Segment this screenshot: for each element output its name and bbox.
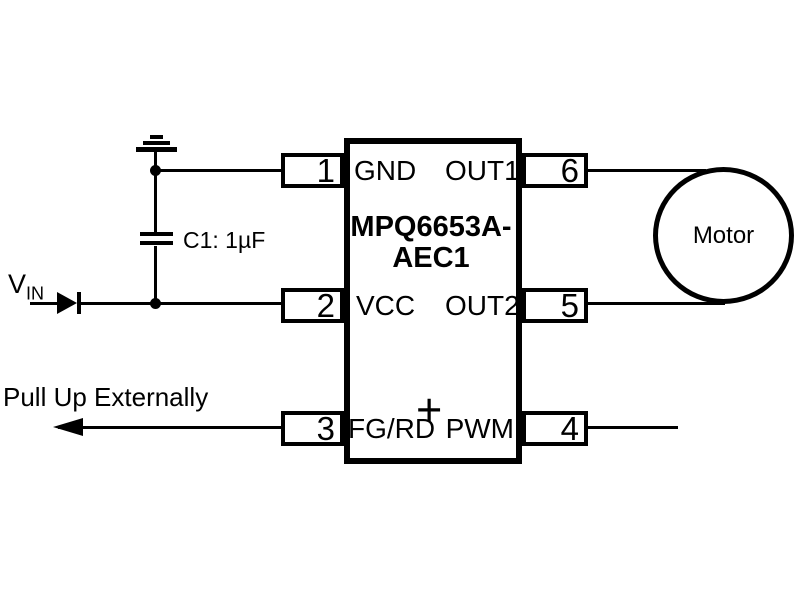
pullup-label: Pull Up Externally bbox=[3, 382, 209, 412]
pin-3-box: 3 bbox=[281, 411, 344, 446]
ic-part-name-line2: AEC1 bbox=[392, 242, 470, 274]
pin-label-pwm: PWM bbox=[445, 413, 514, 444]
capacitor-label: C1: 1µF bbox=[183, 227, 266, 253]
pin-5-box: 5 bbox=[522, 288, 588, 323]
junction-dot-top bbox=[150, 165, 161, 176]
pin-5-number: 5 bbox=[560, 287, 579, 324]
junction-dot-vin bbox=[150, 298, 161, 309]
vin-subscript-text: IN bbox=[26, 283, 45, 304]
wire-pin6-to-motor bbox=[588, 169, 706, 172]
wire-vin-to-diode bbox=[30, 302, 58, 305]
motor-label: Motor bbox=[692, 221, 755, 249]
ic-part-name: MPQ6653A- AEC1 bbox=[346, 212, 516, 274]
pin-1-number: 1 bbox=[316, 152, 335, 189]
pin-6-number: 6 bbox=[560, 152, 579, 189]
ground-bar-small bbox=[150, 135, 163, 139]
ic-part-name-line1: MPQ6653A- bbox=[350, 211, 512, 243]
wire-gnd-to-capacitor bbox=[154, 149, 157, 233]
vin-label: VIN bbox=[8, 269, 44, 302]
capacitor-plate-bottom bbox=[140, 241, 173, 245]
pin-2-number: 2 bbox=[316, 287, 335, 324]
pin-label-vcc: VCC bbox=[356, 290, 416, 321]
wire-capacitor-to-vin-rail bbox=[154, 246, 157, 305]
ground-bar-medium bbox=[143, 141, 170, 145]
pin-label-fgrd: FG/RD bbox=[348, 413, 436, 444]
arrow-left-icon bbox=[53, 418, 83, 436]
ic-body bbox=[344, 138, 522, 464]
wire-pin4-pwm bbox=[588, 426, 678, 429]
motor-circle: Motor bbox=[653, 167, 794, 304]
pin-4-number: 4 bbox=[560, 410, 579, 447]
wire-diode-to-pin2 bbox=[79, 302, 282, 305]
pin-6-box: 6 bbox=[522, 153, 588, 188]
wire-gnd-to-pin1 bbox=[156, 169, 282, 172]
capacitor-plate-top bbox=[140, 232, 173, 236]
diode-cathode-bar bbox=[77, 292, 81, 314]
pin-label-out2: OUT2 bbox=[445, 290, 520, 321]
wire-pin5-to-motor bbox=[588, 302, 725, 305]
diode-anode-triangle bbox=[57, 292, 77, 314]
plus-icon: + bbox=[416, 384, 443, 435]
pin-3-number: 3 bbox=[316, 410, 335, 447]
vin-main-text: V bbox=[8, 269, 27, 299]
wire-pin3-pullup bbox=[58, 426, 282, 429]
pin-2-box: 2 bbox=[281, 288, 344, 323]
pin-label-gnd: GND bbox=[354, 155, 417, 186]
pin-label-out1: OUT1 bbox=[445, 155, 520, 186]
pin-4-box: 4 bbox=[522, 411, 588, 446]
ground-bar-large bbox=[136, 147, 177, 152]
pin-1-box: 1 bbox=[281, 153, 344, 188]
